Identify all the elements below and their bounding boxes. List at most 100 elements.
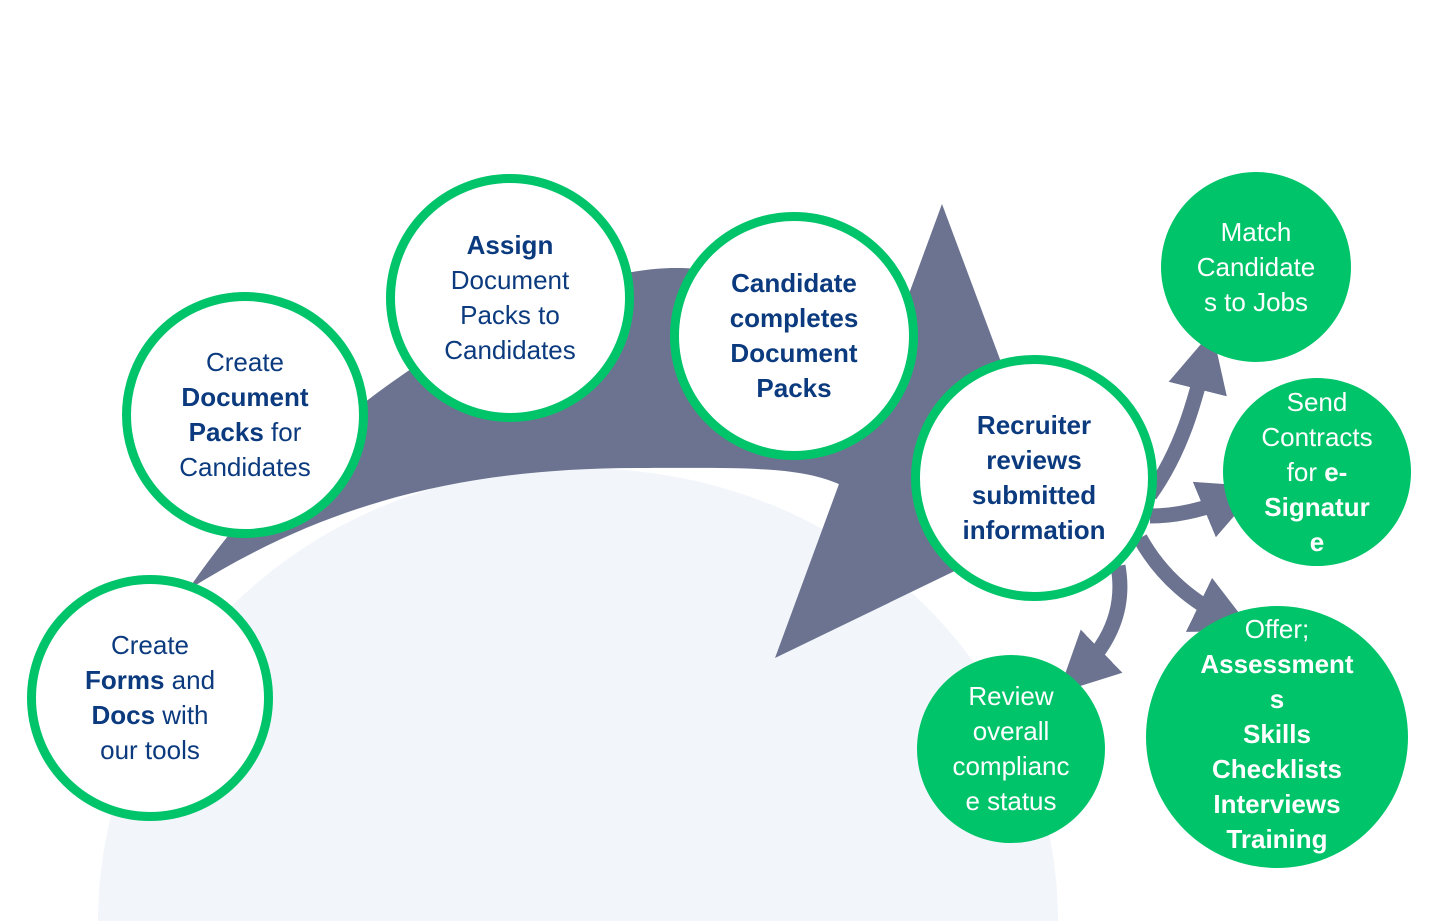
label-line: s to Jobs bbox=[1197, 285, 1316, 320]
label-text-bold: Docs bbox=[91, 700, 156, 730]
label-line: Candidates bbox=[179, 450, 311, 485]
label-text-bold: information bbox=[962, 515, 1106, 545]
label-line: overall bbox=[952, 714, 1069, 749]
label-text-bold: reviews bbox=[986, 445, 1082, 475]
label-line: e status bbox=[952, 784, 1069, 819]
label-line: Candidates bbox=[444, 333, 576, 368]
label-text-bold: Packs bbox=[188, 417, 264, 447]
label-text-bold: Signatur bbox=[1264, 491, 1370, 522]
label-line: Docs with bbox=[85, 698, 215, 733]
label-text: e status bbox=[965, 786, 1057, 816]
label-line: Assign bbox=[444, 228, 576, 263]
label-text-bold: Document bbox=[181, 382, 309, 412]
label-line: Document bbox=[179, 380, 311, 415]
label-text: Candidate bbox=[1196, 251, 1316, 282]
label-line: Recruiter bbox=[963, 408, 1106, 443]
label-line: Document bbox=[444, 263, 576, 298]
label-text-bold: Candidate bbox=[731, 268, 857, 298]
outcome-review-compliance: Review overall complianc e status bbox=[917, 655, 1105, 843]
label-text: Review bbox=[968, 681, 1054, 711]
branch-arrow-compliance bbox=[1058, 564, 1128, 693]
label-line: completes bbox=[730, 301, 859, 336]
label-text-bold: Packs bbox=[756, 373, 832, 403]
label-text: Create bbox=[110, 630, 190, 660]
label-line: information bbox=[963, 513, 1106, 548]
label-text-bold: Assessment bbox=[1200, 649, 1354, 679]
label-text-bold: Recruiter bbox=[976, 410, 1092, 440]
label-line: Send bbox=[1261, 385, 1372, 420]
label-text: Create bbox=[205, 347, 285, 377]
label-text: our tools bbox=[100, 735, 200, 765]
label-text: Candidates bbox=[444, 335, 576, 365]
label-line: Contracts bbox=[1261, 420, 1372, 455]
label-line: Interviews bbox=[1200, 787, 1353, 822]
node-label: Recruiter reviews submitted information bbox=[963, 408, 1106, 548]
branch-arrow-contracts bbox=[1149, 481, 1260, 538]
label-text-bold: Interviews bbox=[1213, 789, 1341, 819]
label-line: Checklists bbox=[1200, 752, 1353, 787]
label-text-bold: submitted bbox=[971, 480, 1097, 510]
node-label: Review overall complianc e status bbox=[952, 679, 1069, 819]
label-text: complianc bbox=[952, 751, 1070, 781]
label-line: submitted bbox=[963, 478, 1106, 513]
label-line: Create bbox=[85, 628, 215, 663]
label-line: for e- bbox=[1261, 455, 1372, 490]
branch-arrow-match bbox=[1143, 330, 1227, 500]
label-text: Candidates bbox=[179, 452, 311, 482]
label-text: for bbox=[1286, 456, 1325, 487]
label-text: s to Jobs bbox=[1203, 286, 1309, 317]
label-line: Forms and bbox=[85, 663, 215, 698]
label-line: Packs bbox=[730, 371, 859, 406]
label-line: Create bbox=[179, 345, 311, 380]
label-line: e bbox=[1261, 525, 1372, 560]
label-text-bold: Assign bbox=[466, 230, 554, 260]
label-line: s bbox=[1200, 682, 1353, 717]
label-text: overall bbox=[972, 716, 1050, 746]
label-line: Candidate bbox=[1197, 250, 1316, 285]
label-line: our tools bbox=[85, 733, 215, 768]
label-text: Contracts bbox=[1261, 421, 1373, 452]
label-text: with bbox=[155, 700, 209, 730]
label-text: and bbox=[164, 665, 216, 695]
label-line: Packs to bbox=[444, 298, 576, 333]
label-line: Training bbox=[1200, 822, 1353, 857]
label-text: Offer; bbox=[1244, 614, 1310, 644]
branch-arrow-offer bbox=[1133, 534, 1254, 632]
label-text: Packs to bbox=[460, 300, 560, 330]
label-text-bold: Training bbox=[1226, 824, 1328, 854]
label-text: Match bbox=[1220, 216, 1292, 247]
label-line: Offer; bbox=[1200, 612, 1353, 647]
label-text: Document bbox=[450, 265, 570, 295]
label-text-bold: Skills bbox=[1243, 719, 1311, 749]
label-line: Review bbox=[952, 679, 1069, 714]
label-text-bold: Document bbox=[730, 338, 858, 368]
label-text: Send bbox=[1286, 386, 1348, 417]
label-line: Assessment bbox=[1200, 647, 1353, 682]
label-line: complianc bbox=[952, 749, 1069, 784]
label-line: Signatur bbox=[1261, 490, 1372, 525]
label-line: Match bbox=[1197, 215, 1316, 250]
step-recruiter-reviews: Recruiter reviews submitted information bbox=[911, 355, 1157, 601]
label-line: Packs for bbox=[179, 415, 311, 450]
label-line: Document bbox=[730, 336, 859, 371]
label-text: for bbox=[263, 417, 302, 447]
label-text-bold: e- bbox=[1324, 456, 1348, 487]
label-line: reviews bbox=[963, 443, 1106, 478]
label-text-bold: Checklists bbox=[1211, 754, 1343, 784]
label-text-bold: s bbox=[1269, 684, 1285, 714]
label-line: Candidate bbox=[730, 266, 859, 301]
